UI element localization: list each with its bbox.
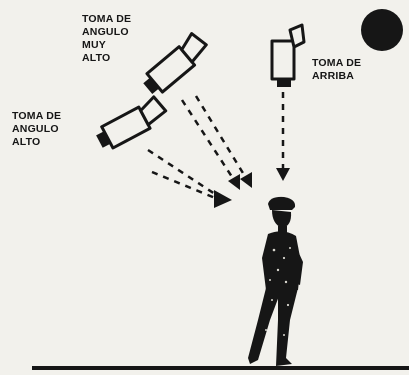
label-top-line-2: ARRIBA <box>312 70 355 82</box>
label-very-high-angle-line-3: MUY <box>82 39 106 51</box>
label-high-angle: TOMA DE ANGULO ALTO <box>12 110 61 149</box>
ground-line <box>32 366 409 370</box>
arrows-high-angle <box>147 148 221 202</box>
label-very-high-angle-line-1: TOMA DE <box>82 13 132 25</box>
black-dot <box>361 9 403 51</box>
arrowhead-very-high-angle-1 <box>228 174 240 190</box>
label-top: TOMA DE ARRIBA <box>312 57 361 83</box>
camera-high-angle-icon <box>96 95 168 150</box>
arrowhead-high-angle <box>214 190 232 208</box>
arrowhead-very-high-angle-2 <box>240 172 252 188</box>
label-very-high-angle: TOMA DE ANGULO MUY ALTO <box>82 13 131 65</box>
arrowhead-top <box>276 168 290 181</box>
label-high-angle-line-2: ANGULO <box>12 123 59 135</box>
label-high-angle-line-1: TOMA DE <box>12 110 62 122</box>
label-very-high-angle-line-4: ALTO <box>82 52 111 64</box>
standing-man-figure <box>248 196 303 366</box>
label-high-angle-line-3: ALTO <box>12 136 41 148</box>
arrows-very-high-angle <box>180 95 248 181</box>
label-top-line-1: TOMA DE <box>312 57 362 69</box>
camera-top-icon <box>270 23 306 87</box>
camera-very-high-angle-icon <box>143 32 208 95</box>
figure-texture <box>265 247 291 336</box>
label-very-high-angle-line-2: ANGULO <box>82 26 129 38</box>
